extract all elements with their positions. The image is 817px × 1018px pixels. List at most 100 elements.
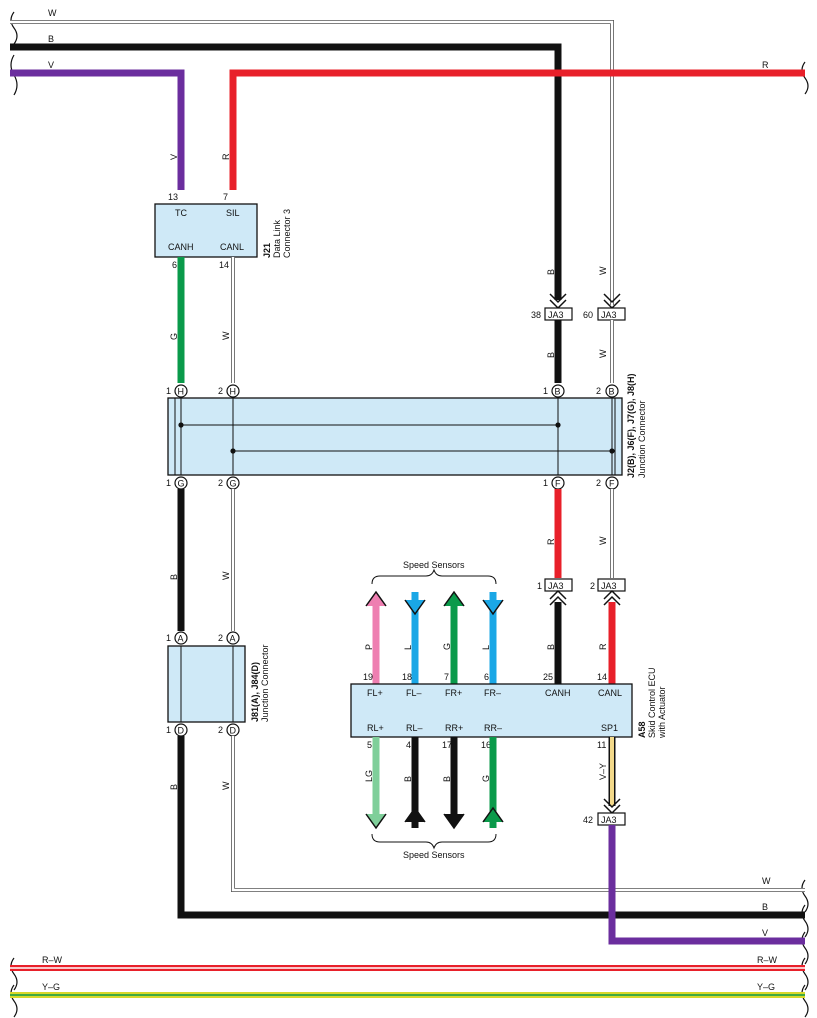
label-ja3-w-down: W: [598, 349, 608, 358]
jc-main-top-pin-4: B 2: [596, 384, 619, 398]
label-ja3-b-up: B: [546, 269, 556, 275]
speed-sensors-bottom: LG B B G Speed Sensors: [364, 737, 504, 860]
svg-text:1: 1: [543, 386, 548, 396]
pin-j21-canl: 14: [219, 260, 229, 270]
svg-text:A: A: [178, 634, 184, 644]
svg-text:25: 25: [543, 672, 553, 682]
label-low-b: B: [169, 784, 179, 790]
j21-desc1: Data Link: [272, 219, 282, 258]
speed-sensors-top: Speed Sensors P L G L: [364, 560, 504, 684]
ja3-w-low-connector: JA3 2: [590, 578, 626, 606]
wire-top-b: [10, 43, 562, 300]
svg-text:L: L: [481, 645, 491, 650]
label-ja3-w-up: W: [598, 266, 608, 275]
svg-text:D: D: [178, 726, 185, 736]
svg-text:B: B: [555, 387, 561, 397]
jc-small-desc: Junction Connector: [260, 644, 270, 722]
label-bot-yg-left: Y–G: [42, 982, 60, 992]
pin-j21-canh: 6: [172, 260, 177, 270]
a58-desc1: Skid Control ECU: [647, 667, 657, 738]
ja3-w-low-label: JA3: [601, 581, 617, 591]
sig-j21-sil: SIL: [226, 208, 240, 218]
jc-main-desc: Junction Connector: [637, 400, 647, 478]
label-j21-w: W: [221, 331, 231, 340]
svg-text:B: B: [609, 387, 615, 397]
label-top-w: W: [48, 8, 57, 18]
svg-text:FL+: FL+: [367, 688, 383, 698]
svg-text:F: F: [555, 479, 561, 489]
wire-top-r: [229, 69, 805, 190]
label-top-b: B: [48, 34, 54, 44]
pin-j21-tc: 13: [168, 192, 178, 202]
svg-text:4: 4: [406, 740, 411, 750]
svg-text:RL–: RL–: [406, 723, 423, 733]
svg-text:RR+: RR+: [445, 723, 463, 733]
label-j21-g: G: [169, 333, 179, 340]
label-ecu-b: B: [546, 644, 556, 650]
svg-text:1: 1: [166, 725, 171, 735]
label-bot-rw-right: R–W: [757, 955, 778, 965]
svg-text:P: P: [364, 644, 374, 650]
jc-small-top-pin-1: A 1: [166, 631, 188, 645]
sig-j21-tc: TC: [175, 208, 187, 218]
speed-sensors-top-label: Speed Sensors: [403, 560, 465, 570]
jc-main-bottom-pin-1: G 1: [166, 476, 188, 490]
svg-text:2: 2: [596, 386, 601, 396]
svg-text:SP1: SP1: [601, 723, 618, 733]
svg-text:LG: LG: [364, 770, 374, 782]
ja3-w-top-pin: 60: [583, 310, 593, 320]
label-ecu-vy: V–Y: [598, 763, 608, 780]
svg-text:H: H: [178, 387, 185, 397]
svg-text:17: 17: [442, 740, 452, 750]
svg-text:FR+: FR+: [445, 688, 462, 698]
ja3-w-low-pin: 2: [590, 581, 595, 591]
wire-low-w: [231, 736, 805, 892]
wire-top-v: [10, 69, 185, 190]
svg-text:2: 2: [218, 725, 223, 735]
label-ecu-w-up: W: [598, 536, 608, 545]
label-j21-v: V: [169, 154, 179, 160]
svg-text:G: G: [481, 775, 491, 782]
jc-small-name: J81(A), J84(D): [250, 662, 260, 722]
ja3-w-top-connector: JA3 60: [583, 293, 626, 321]
svg-text:19: 19: [363, 672, 373, 682]
svg-text:2: 2: [218, 478, 223, 488]
ja3-b-low-pin: 1: [537, 581, 542, 591]
label-mid-b: B: [169, 574, 179, 580]
svg-text:16: 16: [481, 740, 491, 750]
jc-main-name: J2(B), J6(F), J7(G), J8(H): [626, 373, 636, 478]
svg-text:6: 6: [484, 672, 489, 682]
sig-j21-canl: CANL: [220, 242, 244, 252]
label-bot-yg-right: Y–G: [757, 982, 775, 992]
ja3-v-pin: 42: [583, 815, 593, 825]
connector-j21: 13 7 TC SIL CANH CANL 6 14 J21 Data Link…: [154, 192, 292, 270]
svg-text:CANL: CANL: [598, 688, 622, 698]
label-top-r: R: [762, 60, 769, 70]
svg-text:2: 2: [218, 633, 223, 643]
a58-name: A58: [637, 721, 647, 738]
break-marks: [10, 11, 809, 1018]
j21-desc2: Connector 3: [282, 209, 292, 258]
junction-connector-small: A 1 A 2 D 1 D 2 J81(A), J84(D) Junction …: [166, 631, 270, 737]
svg-text:FL–: FL–: [406, 688, 422, 698]
label-bot-b: B: [762, 902, 768, 912]
svg-text:L: L: [403, 645, 413, 650]
jc-main-bottom-pin-3: F 1: [543, 476, 565, 490]
label-ja3-b-down: B: [546, 352, 556, 358]
ja3-b-top-label: JA3: [548, 310, 564, 320]
wire-low-b: [177, 736, 805, 919]
svg-text:7: 7: [444, 672, 449, 682]
label-mid-w: W: [221, 571, 231, 580]
svg-text:F: F: [609, 479, 615, 489]
svg-text:1: 1: [166, 386, 171, 396]
svg-text:FR–: FR–: [484, 688, 501, 698]
svg-text:G: G: [442, 643, 452, 650]
label-low-w: W: [221, 781, 231, 790]
jc-small-top-pin-2: A 2: [218, 631, 240, 645]
svg-text:1: 1: [543, 478, 548, 488]
ja3-b-top-pin: 38: [531, 310, 541, 320]
svg-text:RR–: RR–: [484, 723, 502, 733]
svg-text:18: 18: [402, 672, 412, 682]
ja3-v-label: JA3: [601, 815, 617, 825]
